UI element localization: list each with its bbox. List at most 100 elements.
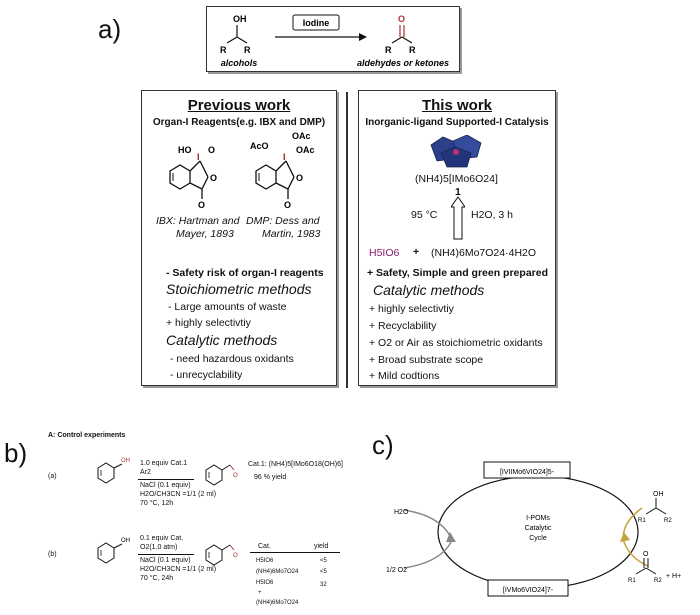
rxn-b-below-1: NaCl (0.1 equiv) bbox=[140, 557, 191, 564]
carbonyl-r2: R bbox=[409, 45, 416, 55]
ibx-o2: O bbox=[210, 173, 217, 183]
catalyst-formula: (NH4)5[IMo6O24] bbox=[415, 173, 498, 185]
carbonyl-r1: R bbox=[385, 45, 392, 55]
alcohols-caption: alcohols bbox=[221, 58, 258, 68]
reactant-periodic-acid: H5IO6 bbox=[369, 247, 400, 259]
prev-line-3: - Large amounts of waste bbox=[168, 301, 287, 313]
table-row-2-yield: <5 bbox=[320, 569, 327, 575]
alcohol-oxidation-scheme: OH R R Iodine O R R alcohols aldehydes o… bbox=[220, 14, 449, 68]
bottom-species: [IVMo6VIO24]7- bbox=[503, 587, 554, 594]
alcohol-r1: R bbox=[220, 45, 227, 55]
prev-line-1: - Safety risk of organ-I reagents bbox=[166, 267, 324, 279]
table-row-1-yield: <5 bbox=[320, 558, 327, 564]
proton-label: + H+ bbox=[666, 573, 681, 580]
svg-text:I: I bbox=[283, 152, 286, 162]
up-arrow-icon bbox=[451, 196, 465, 240]
this-line-5: + O2 or Air as stoichiometric oxidants bbox=[369, 337, 543, 349]
table-header-cat: Cat. bbox=[258, 543, 271, 550]
dmp-o2: O bbox=[284, 200, 291, 210]
aldehydes-caption: aldehydes or ketones bbox=[357, 58, 449, 68]
benzaldehyde-b: O bbox=[205, 544, 238, 566]
table-header-yield: yield bbox=[314, 543, 329, 550]
dmp-o1: O bbox=[296, 173, 303, 183]
ibx-ho: HO bbox=[178, 145, 192, 155]
cycle-center-3: Cycle bbox=[529, 535, 547, 542]
rxn-b-below-3: 70 °C, 24h bbox=[140, 575, 174, 582]
rxn-a-yield: 96 % yield bbox=[254, 474, 287, 481]
table-row-4-cat: + bbox=[258, 590, 262, 596]
svg-text:I: I bbox=[197, 152, 200, 162]
table-row-2-cat: (NH4)6Mo7O24 bbox=[256, 569, 299, 575]
dmp-caption-2: Martin, 1983 bbox=[262, 228, 321, 240]
rxn-a-above-1: 1.0 equiv Cat.1 bbox=[140, 460, 188, 467]
rxn-a-below-1: NaCl (0.1 equiv) bbox=[140, 482, 191, 489]
reactant-plus: + bbox=[413, 246, 420, 258]
rxn-b-arrow bbox=[138, 554, 194, 555]
this-work-box: This work Inorganic-ligand Supported-I C… bbox=[358, 90, 556, 386]
dmp-caption-1: DMP: Dess and bbox=[246, 215, 320, 227]
prev-line-7: - unrecyclability bbox=[170, 369, 243, 381]
cycle-center-1: I-POMs bbox=[526, 515, 550, 522]
this-line-2: Catalytic methods bbox=[373, 282, 485, 298]
ibx-caption-1: IBX: Hartman and bbox=[156, 215, 240, 227]
panel-b-label: b) bbox=[4, 438, 28, 468]
cycle-alcohol-r2: R2 bbox=[664, 518, 672, 524]
catalytic-cycle: [IVIIMo6VIO24]5- [IVMo6VIO24]7- I-POMs C… bbox=[386, 461, 681, 597]
ibx-o1: O bbox=[208, 145, 215, 155]
table-row-3-cat: H5IO6 bbox=[256, 580, 274, 586]
cycle-center-2: Catalytic bbox=[525, 525, 552, 532]
cycle-ketone-r2: R2 bbox=[654, 578, 662, 584]
dmp-aco: AcO bbox=[250, 141, 269, 151]
compound-number: 1 bbox=[455, 186, 461, 198]
iodine-reagent-label: Iodine bbox=[303, 18, 330, 28]
rxn-b-tag: (b) bbox=[48, 551, 57, 558]
previous-work-box: Previous work Organ-I Reagents(e.g. IBX … bbox=[141, 90, 337, 386]
panel-divider bbox=[346, 92, 348, 388]
this-line-6: + Broad substrate scope bbox=[369, 354, 484, 366]
top-species: [IVIIMo6VIO24]5- bbox=[500, 469, 555, 476]
prev-line-4: + highly selectivtiy bbox=[166, 317, 251, 329]
prev-line-6: - need hazardous oxidants bbox=[170, 353, 294, 365]
this-line-7: + Mild codtions bbox=[369, 370, 440, 382]
rxn-a-below-2: H2O/CH3CN =1/1 (2 ml) bbox=[140, 491, 217, 498]
benzyl-alcohol-b: OH bbox=[97, 538, 130, 564]
cycle-alcohol-r1: R1 bbox=[638, 518, 646, 524]
cycle-alcohol-oh: OH bbox=[653, 491, 664, 498]
rxn-a-catalyst: Cat.1: (NH4)5[IMo6O18(OH)6] bbox=[248, 461, 343, 468]
svg-text:OH: OH bbox=[121, 458, 130, 464]
benzyl-alcohol-a: OH bbox=[97, 458, 130, 484]
this-work-title: This work bbox=[421, 97, 492, 114]
prev-line-2: Stoichiometric methods bbox=[166, 281, 312, 297]
condition-time: H2O, 3 h bbox=[471, 209, 514, 221]
alcohol-r2: R bbox=[244, 45, 251, 55]
this-line-3: + highly selectivtiy bbox=[369, 303, 454, 315]
scheme-box: OH R R Iodine O R R alcohols aldehydes o… bbox=[206, 6, 460, 72]
oxygen-label: 1/2 O2 bbox=[386, 567, 407, 574]
this-line-4: + Recyclability bbox=[369, 320, 437, 332]
previous-work-title: Previous work bbox=[187, 97, 291, 114]
panel-a-label: a) bbox=[98, 14, 122, 44]
rxn-b-above-2: O2(1.0 atm) bbox=[140, 544, 178, 551]
svg-text:O: O bbox=[233, 553, 238, 559]
this-line-1: + Safety, Simple and green prepared bbox=[367, 267, 548, 279]
rxn-a-above-2: Ar2 bbox=[140, 469, 151, 476]
ibx-o3: O bbox=[198, 200, 205, 210]
benzaldehyde-a: O bbox=[205, 464, 238, 486]
dmp-oac2: OAc bbox=[296, 145, 315, 155]
table-row-5-cat: (NH4)6Mo7O24 bbox=[256, 600, 299, 606]
panel-c-label: c) bbox=[372, 430, 394, 460]
alcohol-oh: OH bbox=[233, 14, 247, 24]
dmp-oac1: OAc bbox=[292, 131, 311, 141]
ibx-caption-2: Mayer, 1893 bbox=[176, 228, 234, 240]
rxn-a-arrow bbox=[138, 479, 194, 480]
control-experiments-heading: A: Control experiments bbox=[48, 432, 126, 439]
dmp-structure: I AcO OAc OAc O O bbox=[250, 131, 315, 210]
ibx-structure: I HO O O O bbox=[169, 145, 217, 210]
rxn-b-below-2: H2O/CH3CN =1/1 (2 ml) bbox=[140, 566, 217, 573]
table-row-1-cat: H5IO6 bbox=[256, 558, 274, 564]
table-rule bbox=[250, 552, 340, 553]
rxn-b-above-1: 0.1 equiv Cat. bbox=[140, 535, 184, 542]
prev-line-5: Catalytic methods bbox=[166, 332, 278, 348]
anderson-polyoxometalate-icon bbox=[430, 135, 482, 168]
cycle-ketone-o: O bbox=[643, 551, 649, 558]
